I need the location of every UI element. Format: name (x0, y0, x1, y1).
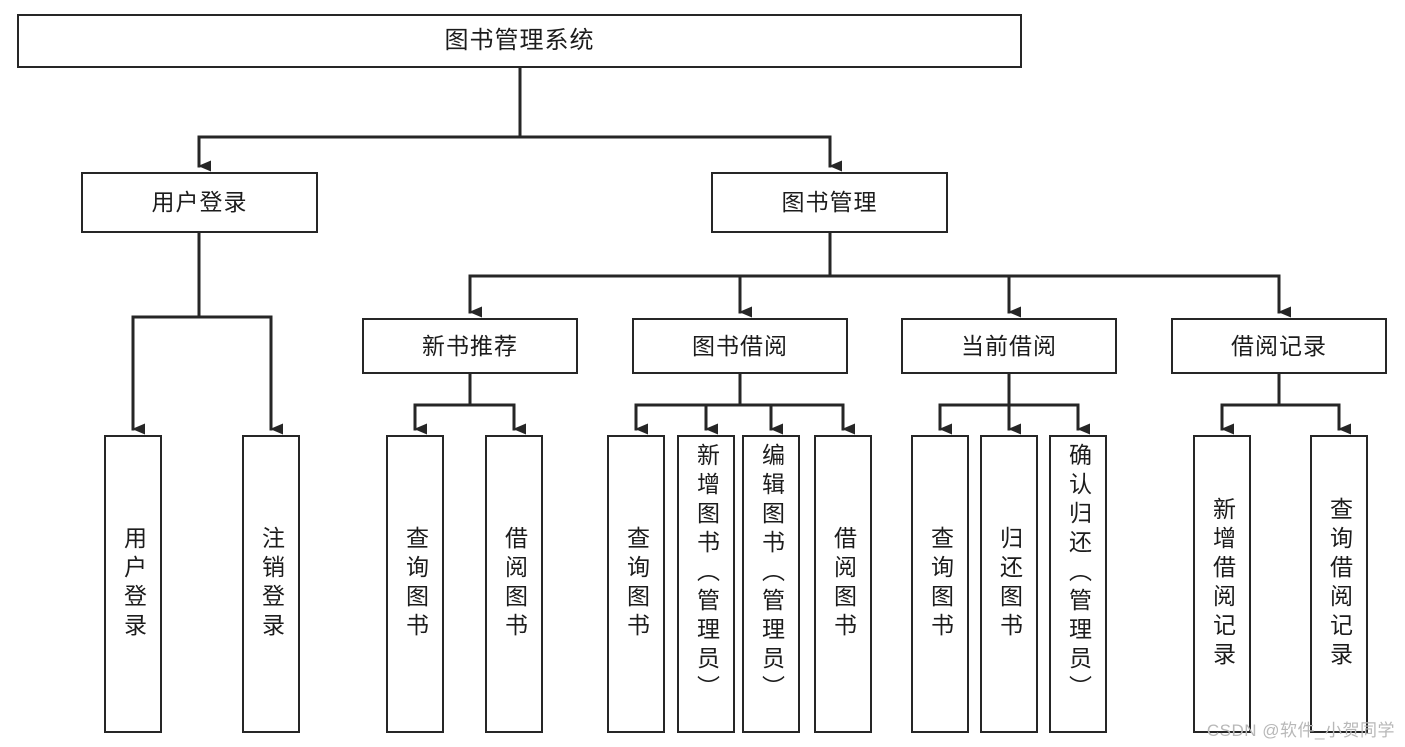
node-label: 当前借阅 (961, 332, 1057, 359)
node-label: 查询借阅记录 (1326, 497, 1353, 671)
node-label: 查询图书 (623, 526, 650, 642)
node-label: 图书借阅 (692, 332, 788, 359)
node-label: 图书管理系统 (444, 27, 595, 55)
node-label: 编辑图书（管理员） (758, 443, 785, 704)
leaf-records-add-record[interactable]: 新增借阅记录 (1193, 435, 1251, 733)
node-label: 新增借阅记录 (1209, 497, 1236, 671)
leaf-current-return-book[interactable]: 归还图书 (980, 435, 1038, 733)
watermark-text: CSDN @软件_小贺同学 (1206, 721, 1395, 740)
node-label: 借阅记录 (1231, 332, 1327, 359)
leaf-borrow-borrow-book[interactable]: 借阅图书 (814, 435, 872, 733)
leaf-records-query-record[interactable]: 查询借阅记录 (1310, 435, 1368, 733)
node-new-book-recommend[interactable]: 新书推荐 (362, 318, 578, 374)
node-book-borrow[interactable]: 图书借阅 (632, 318, 848, 374)
leaf-current-confirm-return-admin[interactable]: 确认归还（管理员） (1049, 435, 1107, 733)
node-label: 图书管理 (781, 189, 878, 216)
node-label: 用户登录 (120, 526, 147, 642)
node-root-book-management-system[interactable]: 图书管理系统 (17, 14, 1022, 68)
node-label: 新书推荐 (422, 332, 518, 359)
node-label: 注销登录 (258, 526, 285, 642)
node-label: 用户登录 (151, 189, 248, 216)
leaf-borrow-query-book[interactable]: 查询图书 (607, 435, 665, 733)
leaf-borrow-edit-book-admin[interactable]: 编辑图书（管理员） (742, 435, 800, 733)
leaf-borrow-add-book-admin[interactable]: 新增图书（管理员） (677, 435, 735, 733)
node-label: 查询图书 (927, 526, 954, 642)
leaf-user-login[interactable]: 用户登录 (104, 435, 162, 733)
leaf-current-query-book[interactable]: 查询图书 (911, 435, 969, 733)
node-label: 查询图书 (402, 526, 429, 642)
node-label: 确认归还（管理员） (1065, 443, 1092, 704)
node-user-login[interactable]: 用户登录 (81, 172, 318, 233)
node-label: 借阅图书 (830, 526, 857, 642)
node-label: 新增图书（管理员） (693, 443, 720, 704)
node-label: 借阅图书 (501, 526, 528, 642)
node-current-borrow[interactable]: 当前借阅 (901, 318, 1117, 374)
leaf-recommend-borrow-book[interactable]: 借阅图书 (485, 435, 543, 733)
node-label: 归还图书 (996, 526, 1023, 642)
leaf-user-logout[interactable]: 注销登录 (242, 435, 300, 733)
leaf-recommend-query-book[interactable]: 查询图书 (386, 435, 444, 733)
node-book-management[interactable]: 图书管理 (711, 172, 948, 233)
node-borrow-records[interactable]: 借阅记录 (1171, 318, 1387, 374)
